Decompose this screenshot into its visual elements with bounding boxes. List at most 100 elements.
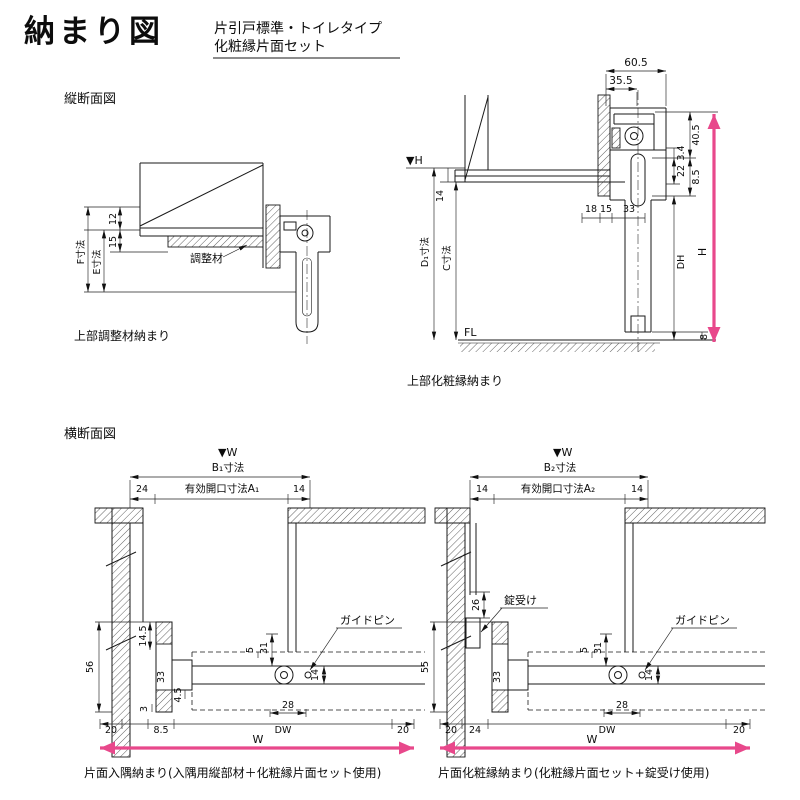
w-datum-marker: ▼W [218,446,237,459]
subtitle-line-1: 片引戸標準・トイレタイプ [214,21,382,37]
latch-leader [480,607,503,633]
adjuster-material-hatch [167,235,264,248]
dim-20-left: 20 [105,725,117,736]
latch-receiver [465,617,481,649]
subtitle-line-2: 化粧縁片面セット [214,39,326,55]
dh-label: DH [676,255,687,269]
door-panel-plan [191,665,425,685]
dim-15: 15 [108,236,119,248]
dim-8: 8 [699,334,710,340]
dim-5: 5 [245,647,256,653]
caption-corner-detail: 片面入隅納まり(入隅用縦部材＋化粧縁片面セット使用) [84,765,381,780]
dim-20-right: 20 [733,725,745,736]
dim-3: 3 [139,706,150,712]
wall-hatch-top-right [624,507,766,524]
section-label-vertical: 縦断面図 [64,92,116,107]
page-title: 納まり図 [24,14,164,50]
dim-14-top: 14 [293,484,305,495]
frame-bracket [171,659,193,691]
dim-35-5: 35.5 [609,75,632,87]
vertical-section-adjuster-detail: 12 15 F寸法 E寸法 調整材 上部調整材納まり [74,162,331,344]
dw-label: DW [275,725,292,736]
wall-edge-hatch [597,94,611,197]
opening-dim-label: 有効開口寸法A₁ [185,482,259,495]
dim-28: 28 [616,700,628,711]
dim-20-left: 20 [445,725,457,736]
caption-trim-detail: 上部化粧縁納まり [407,373,503,388]
f-dim-label: F寸法 [75,240,87,264]
corner-jamb-hatch-bottom [155,689,173,713]
dim-31: 31 [259,642,270,654]
c-dim-label: C寸法 [441,245,453,271]
dim-14-door: 14 [644,669,655,681]
floor-level-label: FL [464,326,477,339]
w-label: W [253,733,264,746]
wall-hatch-top-left [94,507,144,524]
dim-20-right: 20 [397,725,409,736]
hanger-roller [624,126,644,146]
guide-pin-circle [304,671,312,679]
horizontal-section-corner-detail: ▼W B₁寸法 24 有効開口寸法A₁ 14 56 14.5 33 4.5 3 … [84,446,426,780]
e-dim-label: E寸法 [91,249,103,274]
guide-pin-circle [638,671,646,679]
h-label: H [696,248,709,256]
dim-26: 26 [471,599,482,611]
dim-56: 56 [85,661,96,673]
dim-3-4: 3.4 [676,145,687,160]
hanger-roller-axle [301,229,309,237]
dim-24: 24 [136,484,148,495]
section-label-horizontal: 横断面図 [64,427,116,442]
dim-24: 24 [469,725,481,736]
dim-14-5: 14.5 [138,625,149,646]
dim-60-5: 60.5 [624,57,647,69]
dim-31: 31 [593,642,604,654]
frame-bracket [507,659,529,691]
hanger-roller-axle [630,132,638,140]
dim-8-5: 8.5 [153,725,168,736]
beam-outline [139,162,331,268]
horizontal-section-trim-detail: ▼W B₂寸法 14 有効開口寸法A₂ 14 26 錠受け 55 33 5 31… [420,446,766,780]
vertical-section-trim-detail: 60.5 35.5 18 15 33 ▼H 14 D₁寸法 C寸法 3.4 22… [406,57,721,388]
wall-hatch-top-left [434,507,471,524]
guide-roller-axle [614,671,622,679]
extension-lines [406,74,718,340]
dim-14: 14 [435,190,446,202]
track-hidden-line [191,651,425,711]
track-bracket-hatch [611,127,621,149]
dim-33: 33 [156,671,167,683]
guide-roller [274,665,294,685]
wall-outline [95,507,425,757]
dw-label: DW [599,725,616,736]
extension-lines [84,206,296,293]
w-label: W [587,733,598,746]
jamb-hatch [265,204,281,269]
opening-dim-label: 有効開口寸法A₂ [521,482,595,495]
b2-dim-label: B₂寸法 [544,461,576,474]
jamb-hatch-top [491,621,509,645]
latch-label: 錠受け [504,593,537,607]
dim-14-left: 14 [476,484,488,495]
guide-roller [608,665,628,685]
wall-outline [435,507,765,757]
w-datum-marker: ▼W [553,446,572,459]
caption-trim-detail: 片面化粧縁納まり(化粧縁片面セット+錠受け使用) [438,765,709,780]
jamb-hatch-bottom [491,689,509,713]
dim-40-5: 40.5 [691,124,702,145]
dim-12: 12 [108,213,119,225]
h-datum-marker: ▼H [406,154,423,167]
floor-hatch [460,343,655,352]
guide-pin-leader [309,627,339,671]
dim-8-5: 8.5 [691,169,702,184]
d1-dim-label: D₁寸法 [419,237,431,267]
guide-pin-label: ガイドピン [340,614,395,627]
dim-14-right: 14 [631,484,643,495]
dim-28: 28 [282,700,294,711]
dim-4-5: 4.5 [173,687,184,702]
hanger-slot [302,257,312,317]
dim-33: 33 [492,671,503,683]
adjuster-label: 調整材 [190,251,223,265]
page-header: 納まり図 片引戸標準・トイレタイプ 化粧縁片面セット [24,14,400,59]
dim-15: 15 [600,204,612,215]
